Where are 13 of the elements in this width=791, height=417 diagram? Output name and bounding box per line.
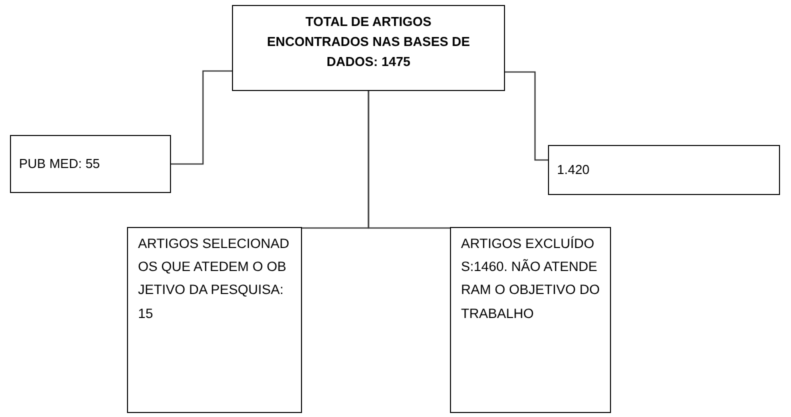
node-text: ARTIGOS EXCLUÍDOS:1460. NÃO ATENDERAM O OBJETIVO DO TRABALHO	[461, 235, 600, 323]
text-box	[232, 5, 505, 91]
connector-line	[505, 71, 548, 161]
text-box	[548, 145, 780, 195]
node-text: 1.420	[557, 160, 590, 179]
text-box	[10, 135, 171, 193]
node-text: ARTIGOS SELECIONADOS QUE ATEDEM O OBJETIVO DA PESQUISA: 15	[138, 235, 290, 323]
text-box	[127, 227, 302, 413]
connector-line	[368, 91, 450, 229]
connector-line	[171, 70, 232, 165]
node-text: PUB MED: 55	[19, 154, 100, 173]
node-text: TOTAL DE ARTIGOS ENCONTRADOS NAS BASES DE DADOS: 1475	[266, 13, 471, 72]
text-box	[450, 227, 611, 413]
